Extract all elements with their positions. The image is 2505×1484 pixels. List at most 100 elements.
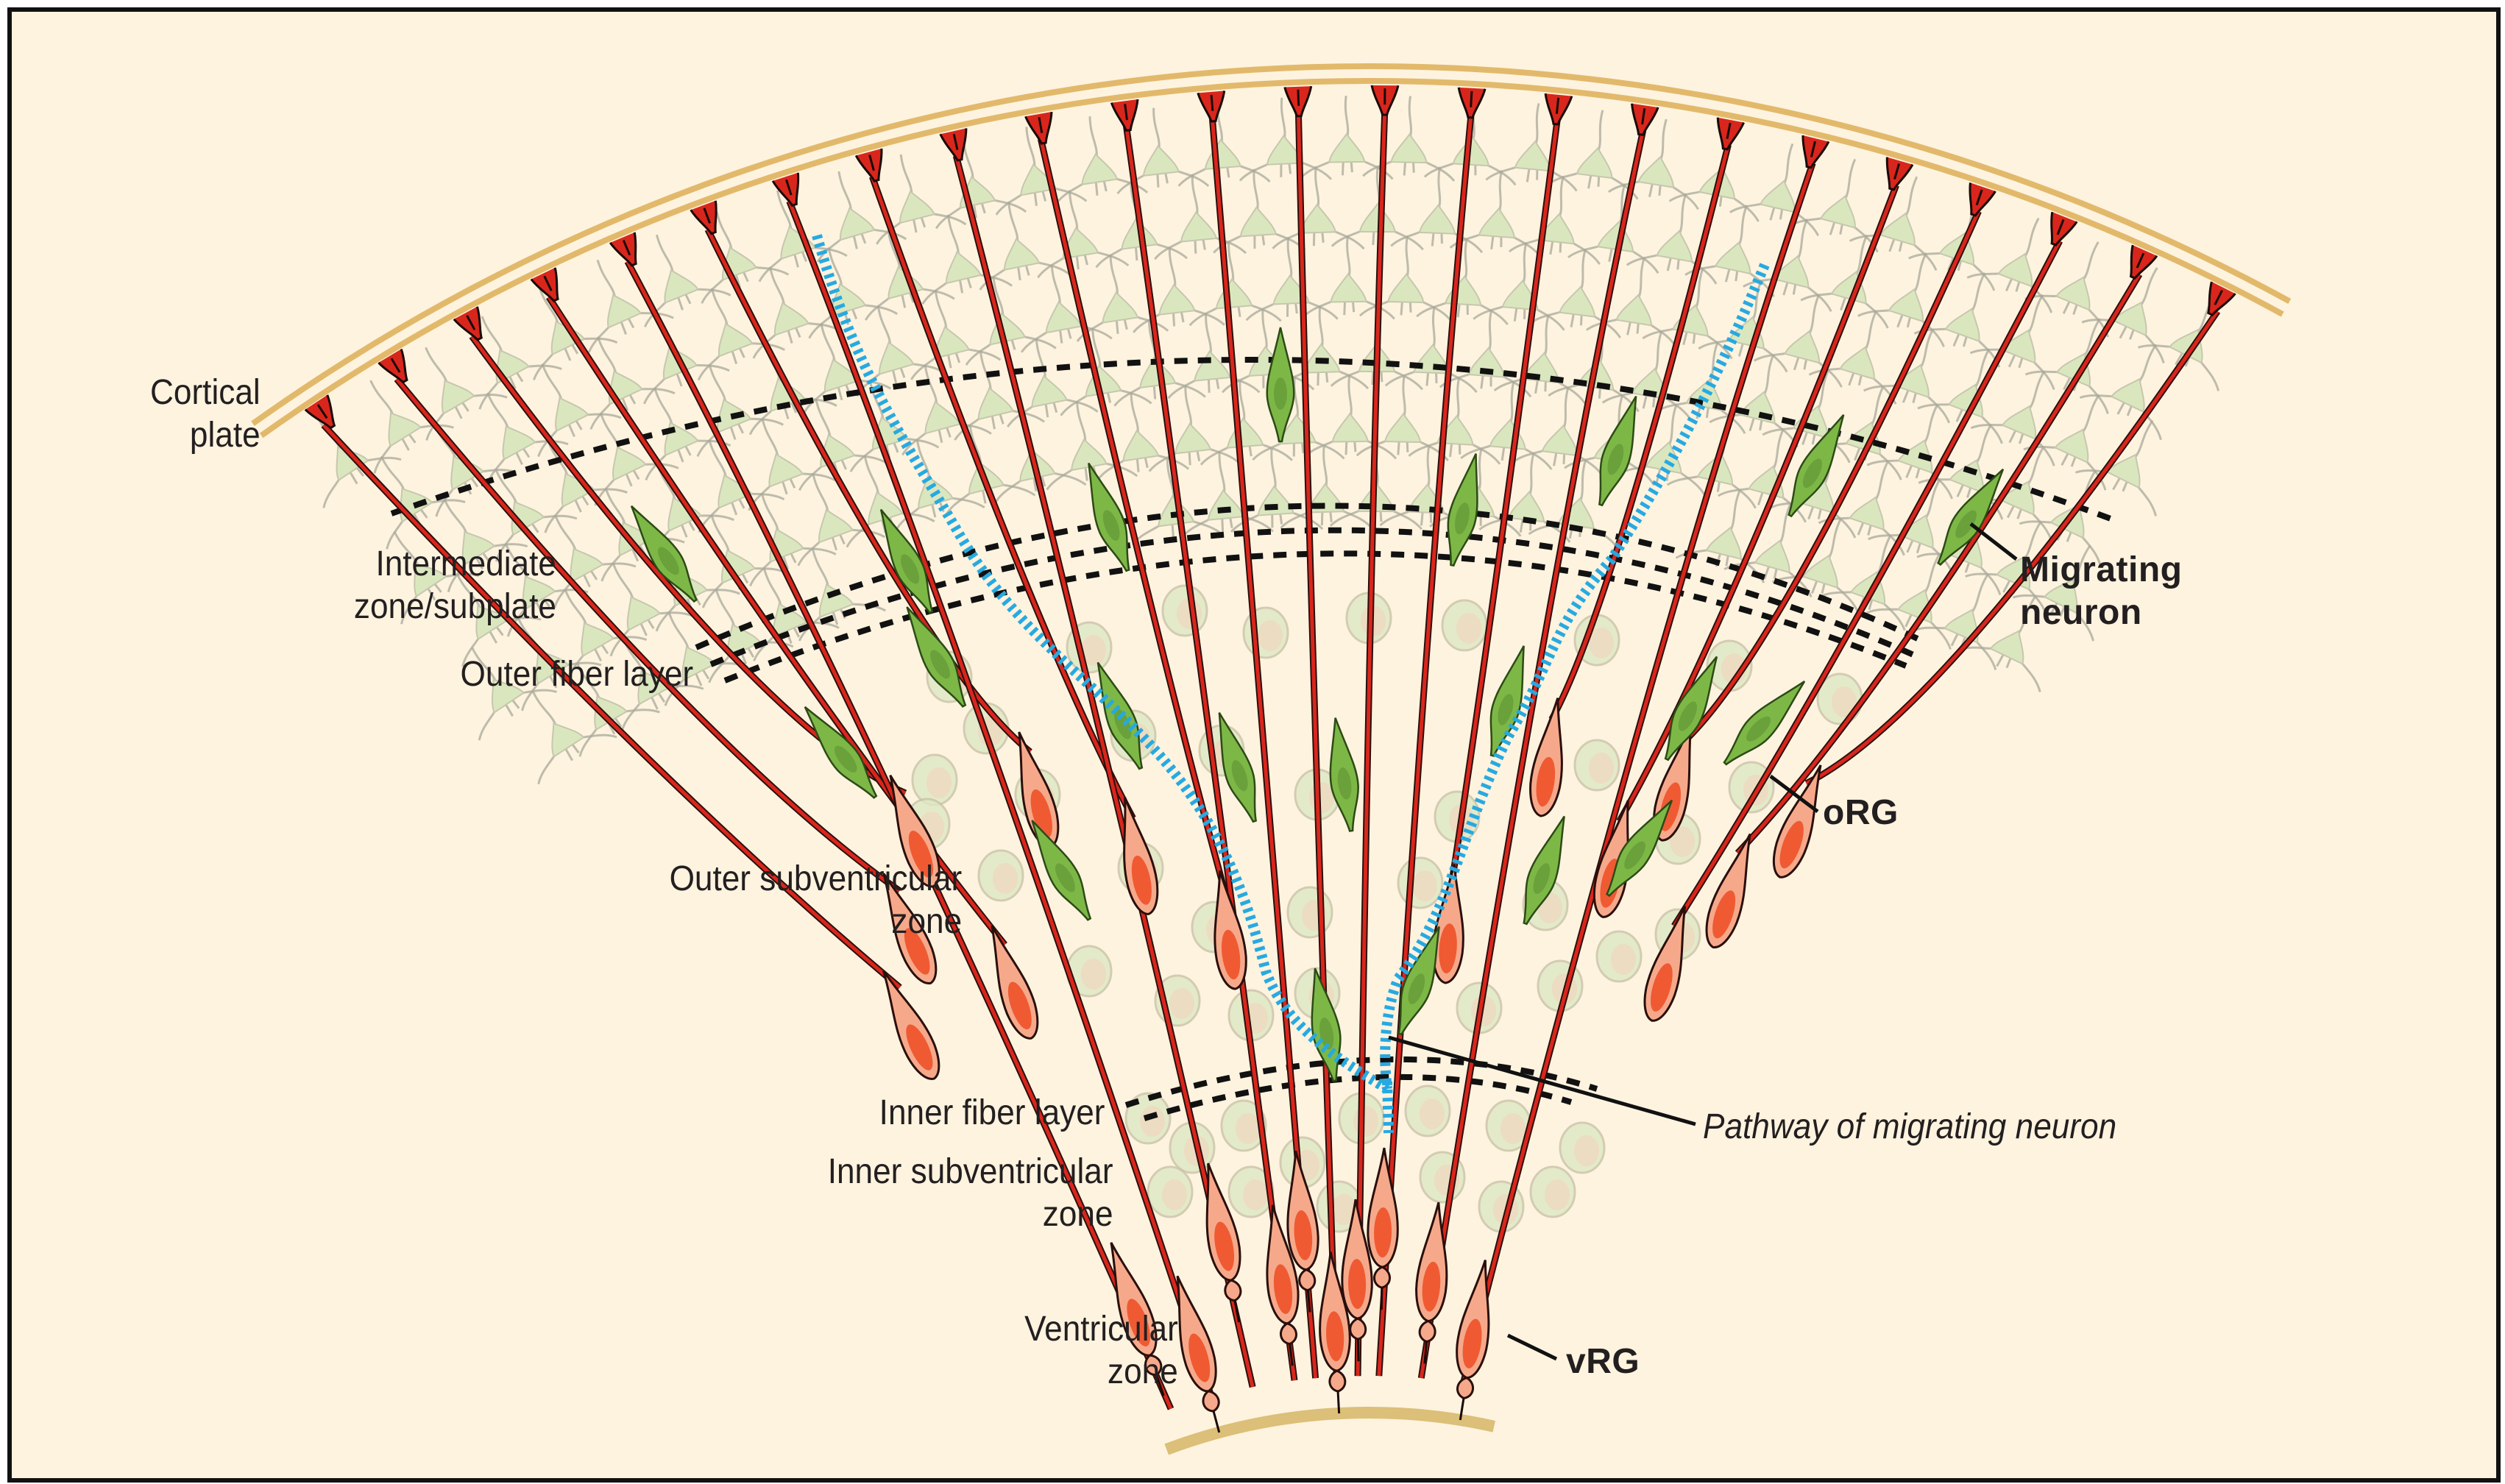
label-org: oRG [1823,792,1899,834]
neuron-soma [1330,272,1367,303]
neuron-soma [1207,489,1244,521]
radial-glia-fiber [1461,162,1815,1384]
apical-dendrite [1035,338,1046,383]
endfoot-shape [1370,85,1400,116]
radial-glia-endfoot [1024,111,1053,145]
soma-nucleus [1374,1207,1392,1258]
cortical-plate-boundary [390,357,2118,524]
neuron-soma [388,411,422,447]
neuron-soma [1501,279,1539,311]
cortical-neuron [1753,294,1843,388]
neuron-soma [608,370,643,405]
radial-glia-fiber-outline [1804,309,2221,787]
pathway-branch-right [1380,263,1770,1090]
cortical-neuron [1356,375,1449,461]
vrg-apical-foot [1349,1317,1367,1341]
neuron-soma [1507,490,1545,523]
migrating-neuron [804,706,878,799]
radial-glia-fiber [1679,210,1980,747]
vrg-apical-foot [1328,1369,1347,1393]
neuron-soma [1045,300,1083,334]
neuron-soma [2000,329,2036,364]
basal-dendrites [1601,391,1693,422]
apical-dendrite [1252,168,1259,214]
radial-glia-fiber [1419,129,1645,1379]
cortical-neuron [1913,574,1997,670]
basal-dendrites [1866,608,1952,650]
label-line: Inner subventricular [828,1152,1113,1191]
neuron-soma [1418,204,1456,235]
basal-dendrites [1913,626,1997,670]
cortical-neuron [1439,309,1532,398]
radial-glia-endfoot [453,306,483,341]
endfoot-shape [304,394,336,430]
cortical-neuron [2023,394,2107,491]
migrating-neuron [1447,453,1478,567]
org-leader [1769,775,1819,813]
pia-line [259,78,2284,439]
migrating-neuron-nucleus [1454,503,1470,535]
neuron-soma [1802,554,1838,589]
cortical-neuron [1970,370,2055,466]
soma-nucleus [1439,923,1457,974]
neuron-soma [555,397,589,433]
basal-dendrites [698,492,785,533]
cortical-neuron [531,690,617,785]
cortical-neuron [1493,314,1586,404]
figure-frame [7,7,2501,1483]
endfoot-shape [378,348,408,384]
vrg-soma [1266,1204,1300,1366]
migrating-neuron-nucleus [1955,510,1977,539]
neuron-soma [1390,132,1428,164]
basal-dendrites [1329,508,1423,530]
basal-dendrites [1180,514,1274,539]
basal-dendrites [945,483,1036,516]
migrating-neuron-nucleus [1802,458,1822,489]
soma-nucleus [1348,1259,1367,1310]
migrating-neuron [1397,926,1440,1036]
cell-nucleus [1545,1179,1570,1210]
apical-dendrite [812,473,830,516]
label-line: Pathway of migrating neuron [1703,1107,2117,1146]
cell-nucleus [993,863,1018,894]
cortical-neuron [1154,174,1247,260]
radial-glia-endfoot [1283,85,1313,118]
cortical-neuron [456,573,542,667]
cell-nucleus [1162,1179,1187,1210]
label-line: zone/subplate [354,587,556,626]
cortical-neuron [443,498,528,593]
basal-dendrites [495,514,578,562]
cortical-neuron [1866,403,1953,500]
neuron-soma [612,446,647,481]
radial-glia-endfoot [2129,244,2158,280]
org-soma [1705,833,1751,949]
basal-dendrites [1473,305,1565,331]
basal-dendrites [1113,380,1206,407]
basal-dendrites [2074,469,2157,516]
endfoot-shape [1544,93,1573,126]
neuron-soma [1514,140,1551,172]
neuron-soma [1944,308,1980,342]
vrg-soma [1176,1275,1221,1433]
radial-glia-endfoot [530,267,559,302]
soma-nucleus [1325,1311,1344,1362]
radial-glia-endfoot [1716,117,1745,151]
vrg-soma [1341,1199,1373,1362]
cortical-neuron [1133,246,1225,333]
migrating-neuron-nucleus [900,554,920,584]
endfoot-shape [2207,281,2236,316]
cell-nucleus [1140,1106,1165,1137]
neuron-soma [570,547,604,583]
label-vrg: vRG [1566,1341,1640,1383]
basal-dendrites [537,734,617,785]
pia-line [251,63,2292,427]
neuron-soma [1645,441,1682,475]
label-line: Ventricular [1024,1310,1178,1349]
progenitor-cell [1161,584,1208,637]
cortical-neuron [1390,166,1484,254]
neuron-soma [1062,227,1099,260]
label-inner-fiber-layer: Inner fiber layer [879,1092,1105,1135]
apical-dendrite [596,259,617,301]
neuron-soma [1615,294,1653,327]
